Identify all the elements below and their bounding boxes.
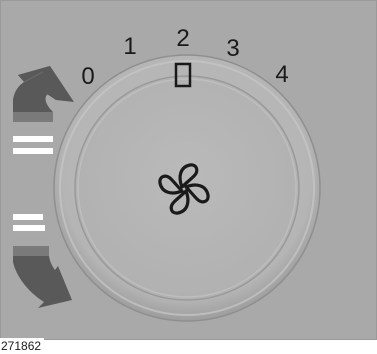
position-label-0: 0 <box>81 65 94 89</box>
figure-reference: 271862 <box>0 338 44 354</box>
position-label-1: 1 <box>123 35 136 59</box>
position-label-3: 3 <box>226 37 239 61</box>
position-label-4: 4 <box>275 63 288 87</box>
position-label-2: 2 <box>176 27 189 51</box>
